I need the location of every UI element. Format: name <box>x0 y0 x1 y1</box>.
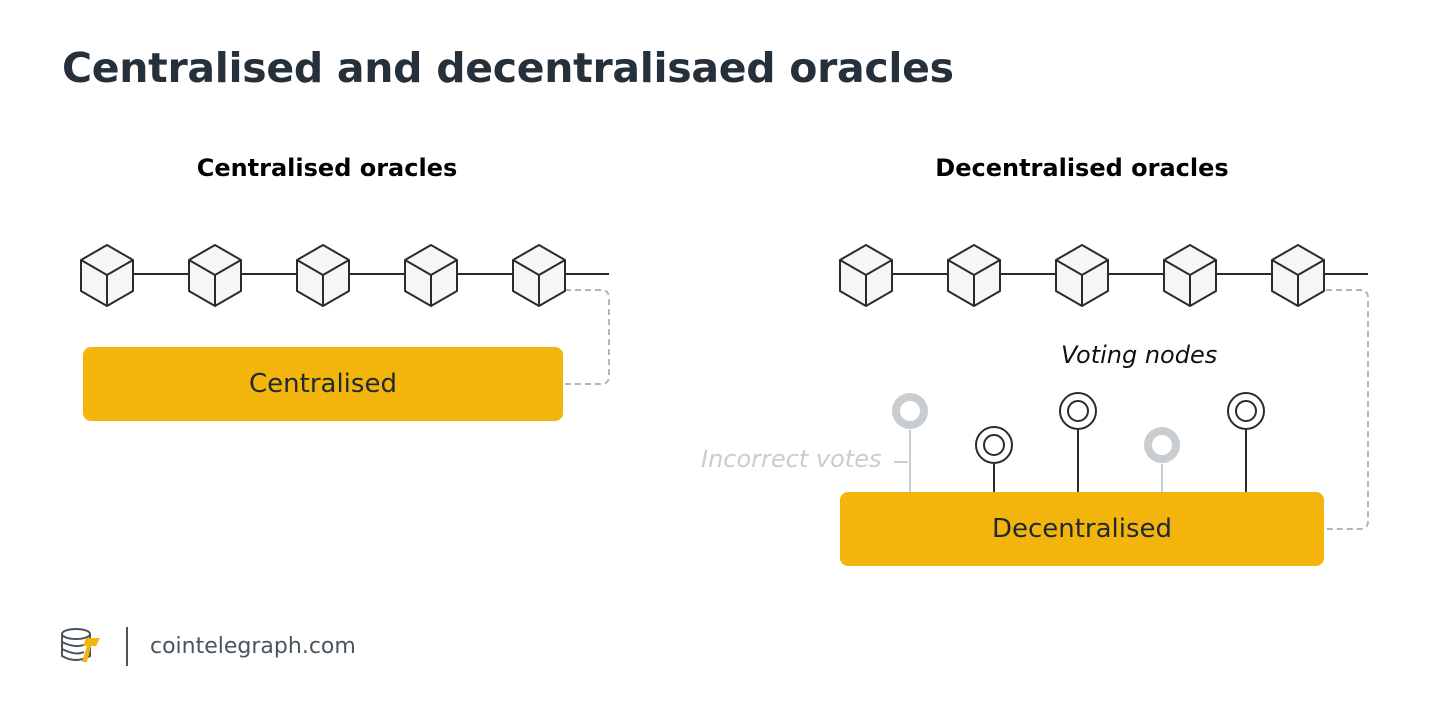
decentralised-heading: Decentralised oracles <box>935 154 1229 182</box>
block-cube-icon <box>296 244 350 307</box>
correct-vote-node <box>1059 392 1097 492</box>
correct-vote-node <box>975 426 1013 492</box>
incorrect-votes-label: Incorrect votes <box>701 445 882 473</box>
incorrect-vote-node <box>892 393 928 492</box>
incorrect-vote-node <box>1144 427 1180 492</box>
correct-vote-node <box>1227 392 1265 492</box>
dashed-connector-right <box>1326 289 1369 530</box>
dashed-connector-left <box>565 289 610 385</box>
block-cube-icon <box>1163 244 1217 307</box>
block-cube-icon <box>80 244 134 307</box>
page-title: Centralised and decentralisaed oracles <box>62 44 954 92</box>
centralised-heading: Centralised oracles <box>196 154 458 182</box>
block-chain-right <box>839 244 1325 307</box>
brand-url: cointelegraph.com <box>150 634 356 659</box>
block-cube-icon <box>947 244 1001 307</box>
decentralised-oracle-box: Decentralised <box>840 492 1324 566</box>
block-cube-icon <box>1271 244 1325 307</box>
block-cube-icon <box>188 244 242 307</box>
block-cube-icon <box>404 244 458 307</box>
voting-nodes <box>892 392 1265 492</box>
block-cube-icon <box>839 244 893 307</box>
block-chain-left <box>80 244 566 307</box>
centralised-oracle-box: Centralised <box>83 347 563 421</box>
cointelegraph-logo-icon <box>61 628 100 662</box>
block-cube-icon <box>512 244 566 307</box>
block-cube-icon <box>1055 244 1109 307</box>
voting-nodes-label: Voting nodes <box>1061 341 1218 369</box>
